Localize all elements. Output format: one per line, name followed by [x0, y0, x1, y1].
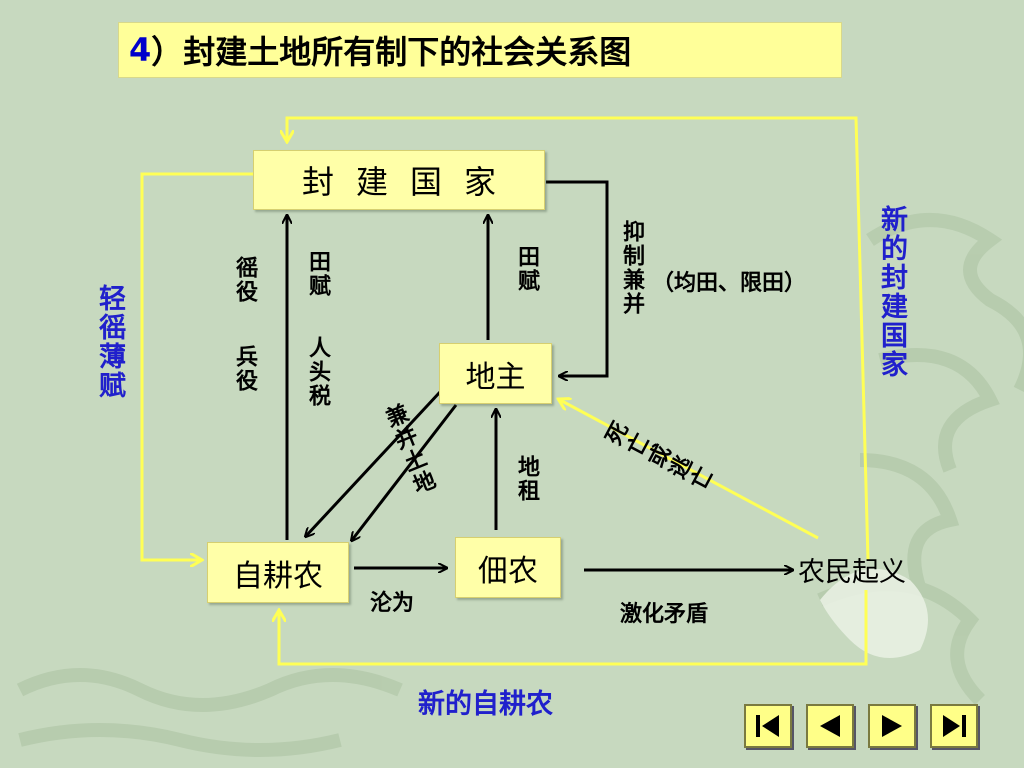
last-icon	[943, 715, 966, 737]
last-slide-button[interactable]	[930, 704, 978, 748]
prev-slide-button[interactable]	[806, 704, 854, 748]
label-new-owner-farmer: 新的自耕农	[418, 689, 553, 720]
label-land-tax-2: 田赋	[514, 245, 539, 293]
arrow-landlord-to-ownfarmer	[306, 390, 442, 536]
prev-icon	[820, 715, 840, 737]
label-land-tax-1: 田赋	[305, 250, 330, 298]
label-military-service: 兵役	[232, 345, 257, 393]
label-corvee: 徭役	[232, 256, 257, 304]
node-tenant-farmer: 佃农	[455, 537, 561, 598]
first-icon	[756, 715, 779, 737]
label-new-feudal-state: 新的封建国家	[876, 205, 907, 379]
label-rent: 地租	[514, 455, 539, 503]
label-become: 沦为	[370, 591, 415, 616]
node-owner-farmer: 自耕农	[207, 542, 349, 603]
title-box: 4 ）封建土地所有制下的社会关系图	[118, 22, 842, 78]
yellow-line-death-flee	[560, 400, 819, 540]
label-intensify: 激化矛盾	[620, 602, 709, 627]
yellow-line-new-state	[287, 116, 870, 561]
arrow-annex	[352, 404, 458, 540]
node-peasant-uprising: 农民起义	[798, 557, 906, 588]
arrow-state-to-landlord	[546, 180, 609, 376]
node-feudal-state: 封建国家	[253, 150, 545, 210]
title-text: ）封建土地所有制下的社会关系图	[151, 33, 632, 71]
first-slide-button[interactable]	[744, 704, 792, 748]
label-suppress-annexation: 抑制兼并	[619, 220, 644, 316]
label-light-taxes: 轻徭薄赋	[94, 284, 125, 400]
next-icon	[882, 715, 902, 737]
yellow-line-new-ownfarmer	[279, 590, 868, 666]
node-landlord: 地主	[439, 343, 552, 404]
next-slide-button[interactable]	[868, 704, 916, 748]
slide-nav	[744, 704, 992, 752]
yellow-line-light-tax	[140, 172, 253, 560]
label-suppress-note: （均田、限田）	[652, 271, 807, 296]
title-number: 4	[129, 31, 152, 69]
label-poll-tax: 人头税	[305, 336, 330, 408]
